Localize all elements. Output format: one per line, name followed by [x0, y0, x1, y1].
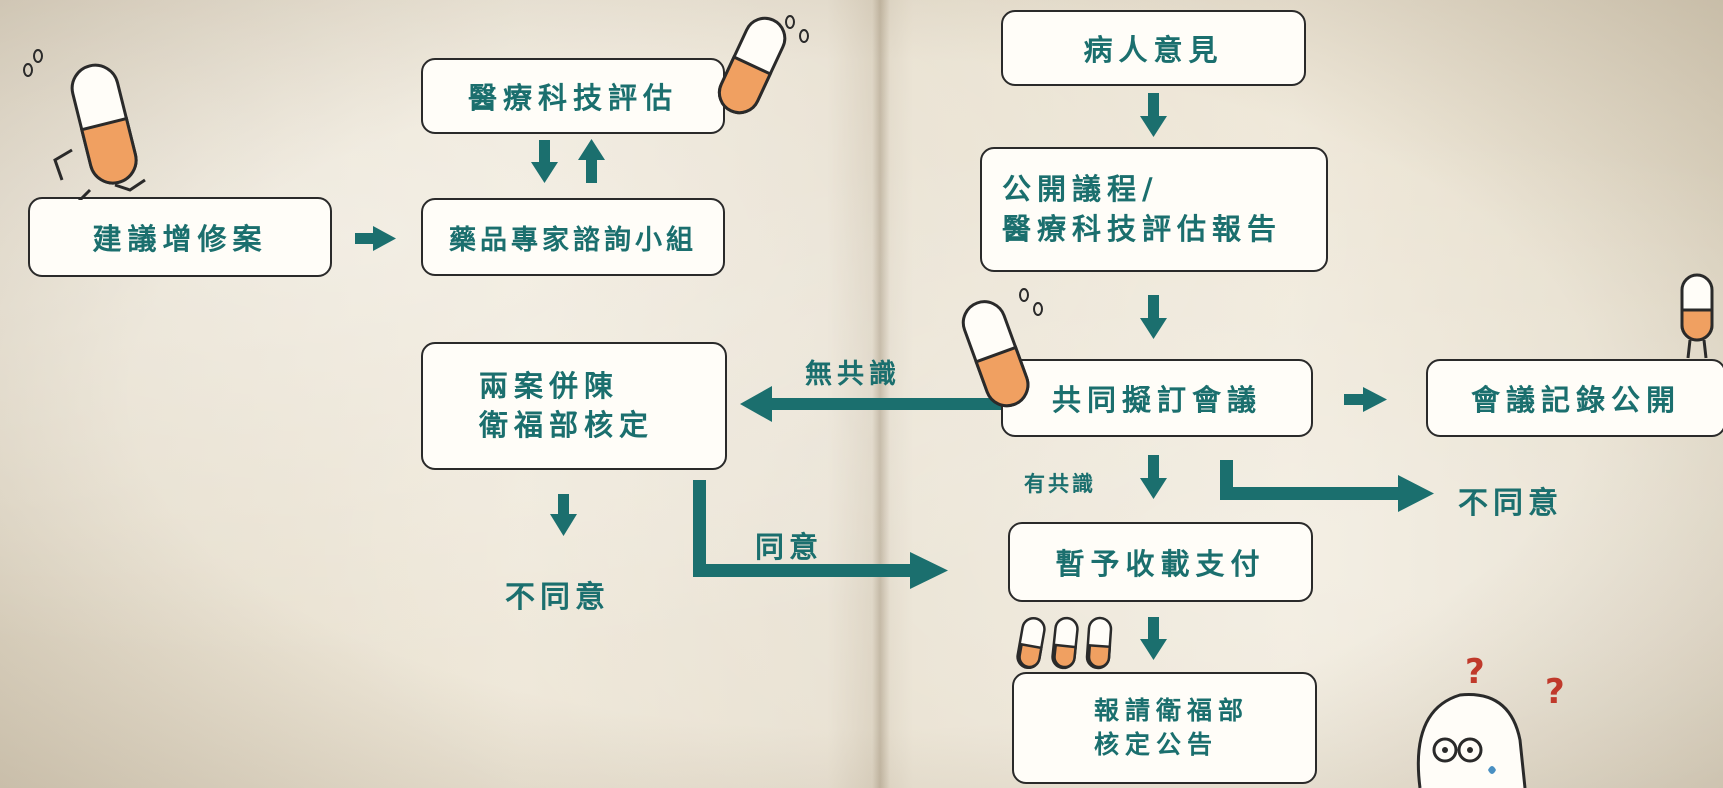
report-mohw-box: 報請衛福部 核定公告	[1012, 672, 1317, 784]
capsule-group-icon	[1016, 616, 1113, 670]
arrow-down-meeting-pay	[1140, 455, 1167, 499]
arrow-down-hta-expert	[531, 140, 558, 183]
arrow-down-dual-disagree	[550, 494, 577, 536]
no-consensus-label: 無共識	[805, 359, 901, 390]
consensus-label: 有共識	[1024, 472, 1096, 496]
arrow-right-meeting-record	[1344, 387, 1387, 412]
hta-top-text: 醫療科技評估	[467, 81, 678, 115]
capsule-character-running-icon	[23, 49, 146, 200]
disagree-right-label: 不同意	[1458, 486, 1563, 521]
report-line-2: 核定公告	[1094, 730, 1219, 759]
public-line-1: 公開議程/	[1002, 172, 1159, 207]
question-mark-1: ?	[1465, 652, 1490, 692]
capsule-character-pushing-icon	[961, 288, 1043, 408]
suggest-box: 建議增修案	[28, 197, 332, 277]
question-mark-2: ?	[1545, 672, 1570, 712]
arrow-down-patient-public	[1140, 93, 1167, 137]
temporary-payment-box: 暫予收載支付	[1008, 522, 1313, 602]
arrow-up-expert-hta	[578, 139, 605, 183]
patient-opinion-text: 病人意見	[1083, 33, 1224, 67]
suggest-text: 建議增修案	[92, 222, 268, 256]
minutes-public-box: 會議記錄公開	[1426, 359, 1723, 437]
arrow-elbow-meeting-disagree	[1220, 460, 1434, 512]
dual-submission-box: 兩案併陳 衛福部核定	[421, 342, 727, 470]
capsule-character-standing-icon	[1680, 273, 1714, 359]
arrow-down-pay-report	[1140, 617, 1167, 660]
expert-panel-box: 藥品專家諮詢小組	[421, 198, 725, 276]
arrow-right-suggest-expert	[355, 226, 396, 251]
dual-line-2: 衛福部核定	[479, 408, 655, 442]
hta-top-box: 醫療科技評估	[421, 58, 725, 134]
agree-label: 同意	[755, 530, 824, 564]
book-spine	[872, 0, 890, 788]
joint-meeting-text: 共同擬訂會議	[1051, 383, 1262, 417]
expert-panel-text: 藥品專家諮詢小組	[449, 224, 697, 256]
confused-person-icon	[1416, 693, 1527, 788]
arrow-elbow-dual-pay	[693, 480, 948, 589]
public-agenda-box: 公開議程/ 醫療科技評估報告	[980, 147, 1328, 272]
minutes-public-text: 會議記錄公開	[1470, 383, 1681, 417]
capsule-character-sitting-icon	[717, 15, 809, 115]
arrow-left-meeting-dual	[740, 386, 1008, 422]
temporary-payment-text: 暫予收載支付	[1055, 547, 1266, 581]
dual-line-1: 兩案併陳	[479, 368, 620, 403]
disagree-left-label: 不同意	[505, 580, 610, 615]
report-line-1: 報請衛福部	[1094, 696, 1250, 726]
arrow-down-public-meeting	[1140, 295, 1167, 339]
patient-opinion-box: 病人意見	[1001, 10, 1306, 86]
joint-meeting-box: 共同擬訂會議	[1001, 359, 1313, 437]
public-line-2: 醫療科技評估報告	[1002, 211, 1283, 246]
